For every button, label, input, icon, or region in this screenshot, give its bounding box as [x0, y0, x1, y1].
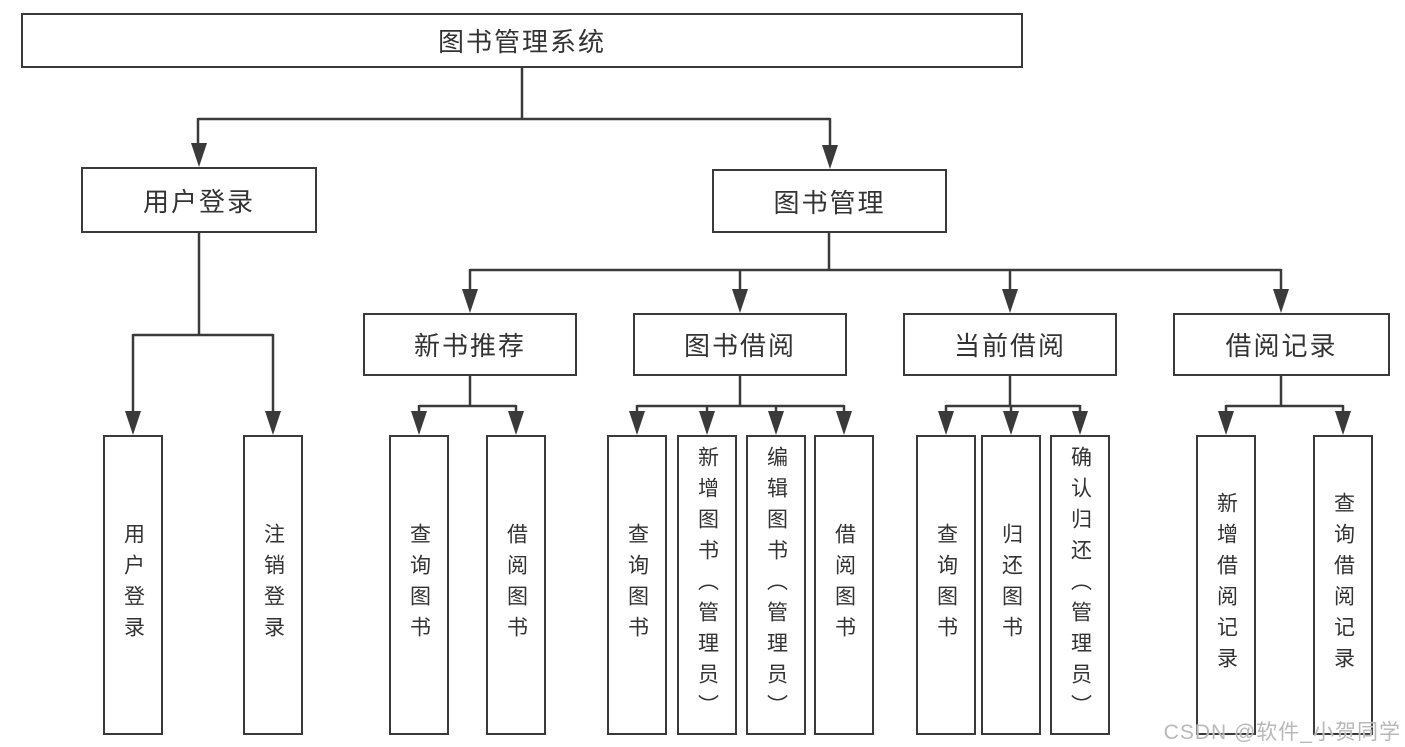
leaf-query-borrow-record: 查询借阅记录	[1313, 435, 1373, 735]
leaf-add-borrow-record: 新增借阅记录	[1196, 435, 1256, 735]
leaf-return-books: 归还图书	[981, 435, 1041, 735]
node-borrowing-records: 借阅记录	[1173, 313, 1390, 376]
leaf-label: 新增图书（管理员）	[695, 445, 719, 725]
leaf-label: 新增借阅记录	[1214, 492, 1238, 678]
leaf-add-books-admin: 新增图书（管理员）	[677, 435, 737, 735]
leaf-label: 查询图书	[407, 523, 431, 647]
node-current-borrowing: 当前借阅	[903, 313, 1117, 376]
node-user-login-label: 用户登录	[142, 186, 255, 217]
leaf-confirm-return-admin: 确认归还（管理员）	[1050, 435, 1110, 735]
leaf-label: 借阅图书	[832, 523, 856, 647]
node-book-borrowing: 图书借阅	[633, 313, 847, 376]
node-user-login: 用户登录	[81, 167, 317, 233]
leaf-user-login: 用户登录	[103, 435, 163, 735]
leaf-logout: 注销登录	[243, 435, 303, 735]
node-book-management: 图书管理	[712, 169, 947, 233]
node-new-book-recommend: 新书推荐	[363, 313, 577, 376]
node-new-book-recommend-label: 新书推荐	[413, 331, 526, 361]
node-book-management-label: 图书管理	[773, 187, 886, 218]
leaf-label: 注销登录	[261, 523, 285, 647]
leaf-borrow-books: 借阅图书	[814, 435, 874, 735]
leaf-label: 查询借阅记录	[1331, 492, 1355, 678]
node-root: 图书管理系统	[21, 13, 1023, 68]
leaf-query-books: 查询图书	[916, 435, 976, 735]
leaf-query-books: 查询图书	[389, 435, 449, 735]
node-root-label: 图书管理系统	[437, 27, 606, 57]
leaf-label: 用户登录	[121, 523, 145, 647]
leaf-query-books: 查询图书	[607, 435, 667, 735]
node-current-borrowing-label: 当前借阅	[953, 331, 1066, 361]
node-book-borrowing-label: 图书借阅	[683, 331, 796, 361]
leaf-label: 编辑图书（管理员）	[764, 445, 788, 725]
watermark: CSDN @软件_小贺同学	[1163, 721, 1401, 744]
leaf-borrow-books: 借阅图书	[486, 435, 546, 735]
leaf-label: 查询图书	[625, 523, 649, 647]
leaf-edit-books-admin: 编辑图书（管理员）	[746, 435, 806, 735]
node-borrowing-records-label: 借阅记录	[1225, 331, 1338, 361]
leaf-label: 确认归还（管理员）	[1068, 445, 1092, 725]
leaf-label: 查询图书	[934, 523, 958, 647]
leaf-label: 归还图书	[999, 523, 1023, 647]
leaf-label: 借阅图书	[504, 523, 528, 647]
